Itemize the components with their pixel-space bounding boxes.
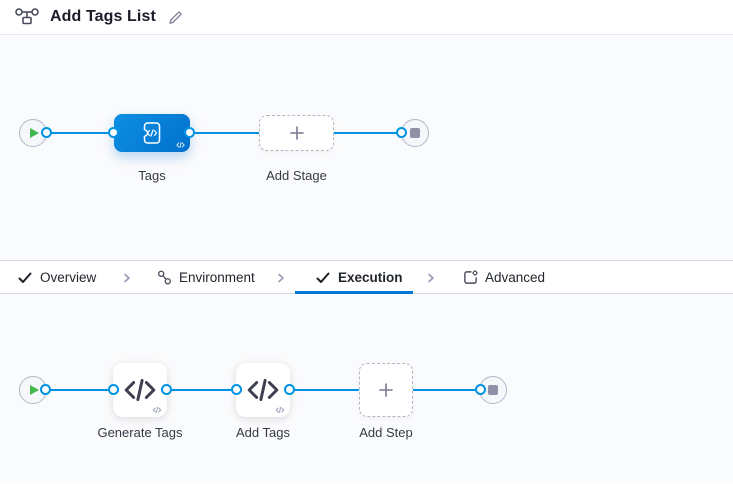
stage-pipeline-canvas[interactable]: Tags Add Stage	[0, 35, 733, 260]
code-icon	[246, 375, 280, 405]
active-tab-underline	[295, 291, 413, 294]
add-step-label: Add Step	[359, 425, 413, 440]
connector-dot	[108, 384, 119, 395]
connector-dot	[108, 127, 119, 138]
tab-label: Execution	[338, 270, 403, 285]
check-icon	[18, 272, 32, 284]
plus-icon	[377, 381, 395, 399]
flow-line	[334, 132, 403, 134]
tab-execution[interactable]: Execution	[316, 261, 403, 294]
execution-pipeline-canvas[interactable]: Generate Tags Add Tags Add Step	[0, 294, 733, 481]
connector-dot	[284, 384, 295, 395]
flow-line	[413, 389, 482, 391]
connector-dot	[184, 127, 195, 138]
tab-label: Advanced	[485, 270, 546, 285]
pipeline-graph-icon	[14, 7, 40, 27]
add-step-button[interactable]	[359, 363, 413, 417]
plus-icon	[288, 124, 306, 142]
play-icon	[29, 127, 40, 139]
step-label: Generate Tags	[97, 425, 183, 440]
add-stage-button[interactable]	[259, 115, 334, 151]
edit-title-pencil-icon[interactable]	[167, 9, 184, 26]
flow-line	[167, 389, 237, 391]
tab-label: Overview	[40, 270, 97, 285]
tab-environment[interactable]: Environment	[157, 261, 255, 294]
flow-line	[46, 132, 115, 134]
play-icon	[29, 384, 40, 396]
tab-label: Environment	[179, 270, 255, 285]
stop-icon	[410, 128, 420, 138]
flow-line	[290, 389, 360, 391]
code-badge-icon	[176, 141, 185, 149]
tab-advanced[interactable]: Advanced	[463, 261, 545, 294]
connector-dot	[41, 127, 52, 138]
flow-line	[46, 389, 114, 391]
code-badge-icon	[275, 406, 285, 414]
connector-dot	[161, 384, 172, 395]
connector-dot	[396, 127, 407, 138]
connector-dot	[231, 384, 242, 395]
advanced-gear-doc-icon	[463, 270, 478, 285]
tab-overview[interactable]: Overview	[18, 261, 96, 294]
environment-icon	[157, 270, 172, 285]
code-badge-icon	[152, 406, 162, 414]
pipeline-tabbar: Overview Environment Execution	[0, 260, 733, 294]
flow-line	[190, 132, 260, 134]
pipeline-header: Add Tags List	[0, 0, 733, 35]
chevron-right-icon	[425, 261, 437, 294]
connector-dot	[475, 384, 486, 395]
chevron-right-icon	[275, 261, 287, 294]
stop-icon	[488, 385, 498, 395]
step-node-generate-tags[interactable]	[113, 363, 167, 417]
custom-stage-code-icon	[139, 120, 165, 146]
connector-dot	[40, 384, 51, 395]
step-label: Add Tags	[236, 425, 290, 440]
stage-label: Tags	[138, 168, 166, 183]
add-stage-label: Add Stage	[266, 168, 327, 183]
step-node-add-tags[interactable]	[236, 363, 290, 417]
check-icon	[316, 272, 330, 284]
stage-node-tags[interactable]	[114, 114, 190, 152]
chevron-right-icon	[121, 261, 133, 294]
page-title: Add Tags List	[50, 8, 156, 25]
code-icon	[123, 375, 157, 405]
